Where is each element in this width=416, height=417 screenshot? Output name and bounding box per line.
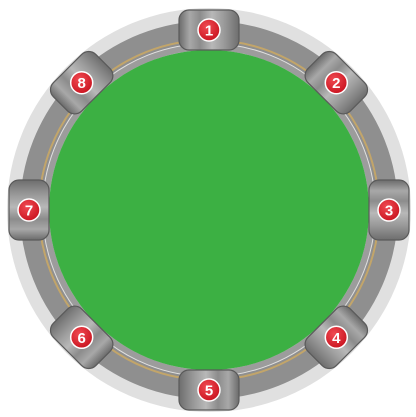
segment-number: 2	[332, 75, 340, 92]
segment-badge: 4	[325, 326, 347, 348]
segment-number: 4	[332, 330, 341, 347]
segment-badge: 1	[198, 19, 220, 41]
segment-number: 3	[385, 203, 393, 220]
segment-number: 7	[25, 203, 33, 220]
segment-number: 8	[78, 75, 86, 92]
segment-number: 6	[78, 330, 86, 347]
segment-badge: 3	[378, 199, 400, 221]
segment-badge: 6	[71, 326, 93, 348]
segment-number: 5	[205, 383, 213, 400]
segment-badge: 7	[18, 199, 40, 221]
segment-badge: 5	[198, 379, 220, 401]
segment-number: 1	[205, 23, 213, 40]
segment-badge: 8	[71, 72, 93, 94]
segment-badge: 2	[325, 72, 347, 94]
green-field	[49, 50, 369, 370]
